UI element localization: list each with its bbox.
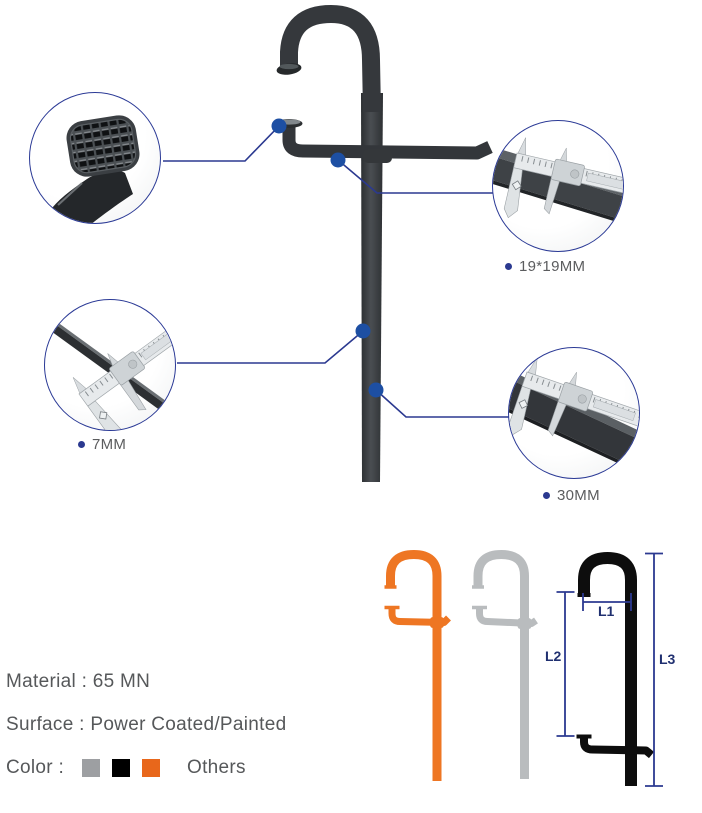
callout-dots (271, 118, 384, 398)
spec-material-value: 65 MN (92, 671, 151, 692)
callout-circle-cross-section (492, 120, 624, 252)
color-swatch-gray (82, 759, 100, 777)
dot-width (368, 382, 384, 398)
knurled-pad (66, 115, 140, 177)
hook-tip-highlight (279, 63, 299, 70)
connector-width (375, 389, 509, 418)
callout-circle-thickness (44, 299, 176, 431)
dimension-line-l1 (582, 593, 632, 611)
dot-foot-pad (271, 118, 287, 134)
spec-surface-label: Surface (6, 714, 74, 735)
dimension-line-l3 (645, 552, 663, 787)
variant-clamp-silver (472, 550, 538, 779)
measurement-label-cross-section: 19*19MM (505, 258, 585, 275)
measurement-text: 19*19MM (519, 258, 586, 275)
dimension-label-l1: L1 (598, 603, 615, 619)
caliper-icon (69, 300, 176, 431)
callout-circle-width (508, 347, 640, 479)
spec-color-label: Color : (6, 757, 65, 778)
connector-cross-section (337, 159, 493, 194)
pad-arm-highlight (57, 182, 83, 206)
spec-separator: : (73, 714, 91, 735)
variant-clamp-black (576, 552, 655, 786)
pad-arm (52, 170, 133, 223)
dimension-lines (556, 552, 663, 787)
spec-separator: : (75, 671, 93, 692)
spec-material: Material : 65 MN (6, 671, 150, 693)
bullet-dot-icon (543, 492, 550, 499)
arm-sleeve (363, 149, 392, 163)
caliper-thickness-photo (45, 300, 176, 431)
measurement-label-width: 30MM (543, 487, 600, 504)
dot-thickness (355, 323, 371, 339)
measurement-text: 30MM (557, 487, 600, 504)
measurement-label-thickness: 7MM (78, 436, 126, 453)
caliper-cross-section-photo (493, 131, 623, 252)
dot-cross-section (330, 152, 346, 168)
connector-foot-pad (163, 125, 280, 162)
main-clamp-photo (275, 4, 493, 482)
bullet-dot-icon (78, 441, 85, 448)
spec-surface: Surface : Power Coated/Painted (6, 714, 286, 736)
clamp-arm (282, 126, 493, 160)
dimension-label-l3: L3 (659, 651, 676, 667)
caliper-width-photo (509, 349, 639, 478)
thin-rod (45, 300, 175, 430)
callout-connectors (163, 125, 509, 418)
callout-circle-foot-pad (29, 92, 161, 224)
color-swatch-orange (142, 759, 160, 777)
measurement-text: 7MM (92, 436, 127, 453)
bullet-dot-icon (505, 263, 512, 270)
spec-surface-value: Power Coated/Painted (90, 714, 287, 735)
dimension-label-l2: L2 (545, 648, 562, 664)
spec-material-label: Material (6, 671, 76, 692)
connector-thickness (177, 330, 364, 364)
color-swatch-black (112, 759, 130, 777)
dimension-line-l2 (556, 591, 575, 737)
knurled-pad-photo (52, 115, 140, 223)
variant-clamp-orange (384, 550, 451, 781)
clamp-hook (280, 4, 381, 113)
spec-color-others: Others (187, 757, 246, 778)
